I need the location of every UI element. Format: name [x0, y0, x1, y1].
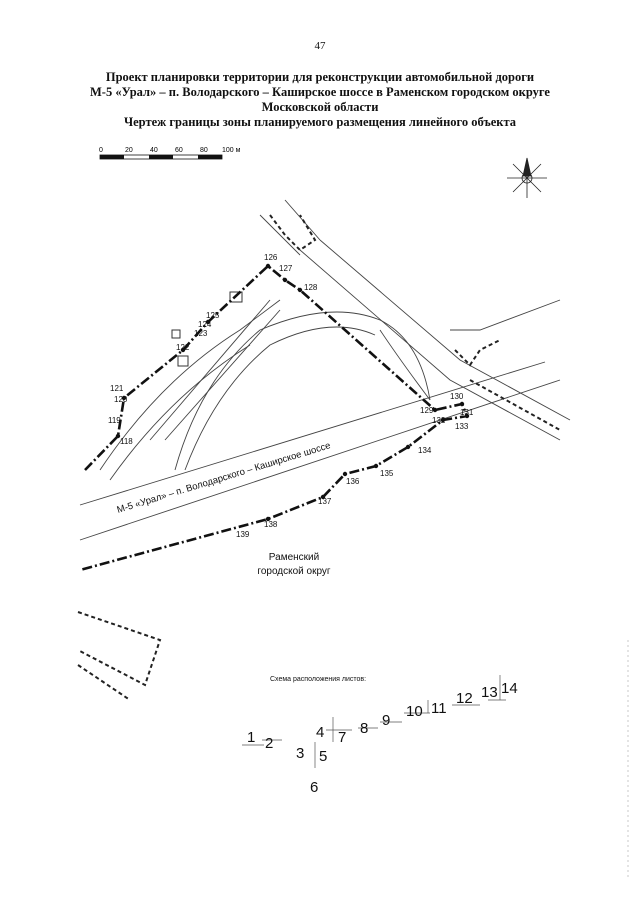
point-label-125: 125 [206, 311, 220, 320]
sheet-11: 11 [431, 700, 447, 717]
sheet-9: 9 [382, 712, 390, 729]
point-label-124: 124 [198, 320, 212, 329]
point-label-130: 130 [450, 392, 464, 401]
sheet-5: 5 [319, 748, 327, 765]
point-label-123: 123 [194, 329, 208, 338]
boundary-point [432, 407, 438, 413]
boundary-point [459, 401, 465, 407]
boundary-point [320, 494, 326, 500]
boundary-points [115, 263, 470, 522]
sheet-4: 4 [316, 724, 324, 741]
point-label-136: 136 [346, 477, 360, 486]
road-lines [79, 199, 571, 541]
title-line-1: Проект планировки территории для реконст… [105, 70, 535, 84]
point-label-128: 128 [304, 283, 318, 292]
point-label-139: 139 [236, 530, 250, 539]
boundary-point [405, 444, 411, 450]
buildings [171, 291, 243, 367]
point-label-119: 119 [108, 416, 121, 425]
sheet-1: 1 [247, 729, 255, 746]
district-label-line-2: городской округ [257, 566, 331, 577]
scale-tick-0: 0 [99, 147, 103, 154]
zone-boundary [79, 264, 469, 572]
sheet-6: 6 [310, 779, 318, 796]
sheet-7: 7 [338, 729, 346, 746]
north-arrow-icon [507, 157, 547, 198]
point-label-120: 120 [114, 395, 128, 404]
point-label-133: 133 [455, 422, 469, 431]
point-label-131: 131 [460, 408, 474, 417]
sheet-10: 10 [406, 703, 423, 720]
sheet-14: 14 [501, 680, 518, 697]
scale-tick-80: 80 [200, 147, 208, 154]
boundary-point [265, 263, 271, 269]
boundary-point [265, 516, 271, 522]
boundary-point [205, 319, 211, 325]
page-title: Проект планировки территории для реконст… [40, 70, 600, 130]
page-number: 47 [314, 40, 326, 52]
sheet-8: 8 [360, 720, 368, 737]
sheet-scheme: Схема расположения листов: 1 2 3 4 5 6 7… [242, 675, 518, 796]
point-label-127: 127 [279, 264, 293, 273]
road-name-label: М-5 «Урал» – п. Володарского – Каширское… [116, 440, 332, 516]
boundary-point [373, 463, 379, 469]
title-line-4: Чертеж границы зоны планируемого размеще… [123, 115, 517, 129]
point-label-118: 118 [120, 437, 133, 446]
parcel-boundaries [77, 214, 561, 701]
point-label-129: 129 [420, 406, 434, 415]
sheet-3: 3 [296, 745, 304, 762]
scale-tick-100: 100 м [222, 147, 241, 154]
point-labels: 118 119 120 121 122 123 124 125 126 127 … [108, 253, 474, 539]
district-label-line-1: Раменский [269, 552, 319, 563]
sheet-scheme-title: Схема расположения листов: [270, 676, 366, 683]
boundary-point [115, 433, 121, 439]
boundary-point [180, 347, 186, 353]
point-label-126: 126 [264, 253, 278, 262]
point-label-138: 138 [264, 520, 278, 529]
sheet-12: 12 [456, 690, 473, 707]
sheet-2: 2 [265, 735, 273, 752]
point-label-137: 137 [318, 497, 332, 506]
boundary-point [342, 471, 348, 477]
title-line-2: М-5 «Урал» – п. Володарского – Каширское… [90, 85, 550, 99]
boundary-point [282, 277, 288, 283]
scale-tick-40: 40 [150, 147, 158, 154]
scale-tick-60: 60 [175, 147, 183, 154]
point-label-121: 121 [110, 384, 124, 393]
point-label-134: 134 [418, 446, 432, 455]
scale-tick-20: 20 [125, 147, 133, 154]
boundary-point [440, 417, 446, 423]
point-label-122: 122 [176, 343, 190, 352]
sheet-13: 13 [481, 684, 498, 701]
point-label-132: 132 [432, 416, 446, 425]
boundary-point [121, 395, 127, 401]
title-line-3: Московской области [261, 100, 379, 114]
boundary-point [297, 287, 303, 293]
scale-bar: 0 20 40 60 80 100 м [99, 147, 241, 160]
boundary-point [464, 413, 470, 419]
point-label-135: 135 [380, 469, 394, 478]
